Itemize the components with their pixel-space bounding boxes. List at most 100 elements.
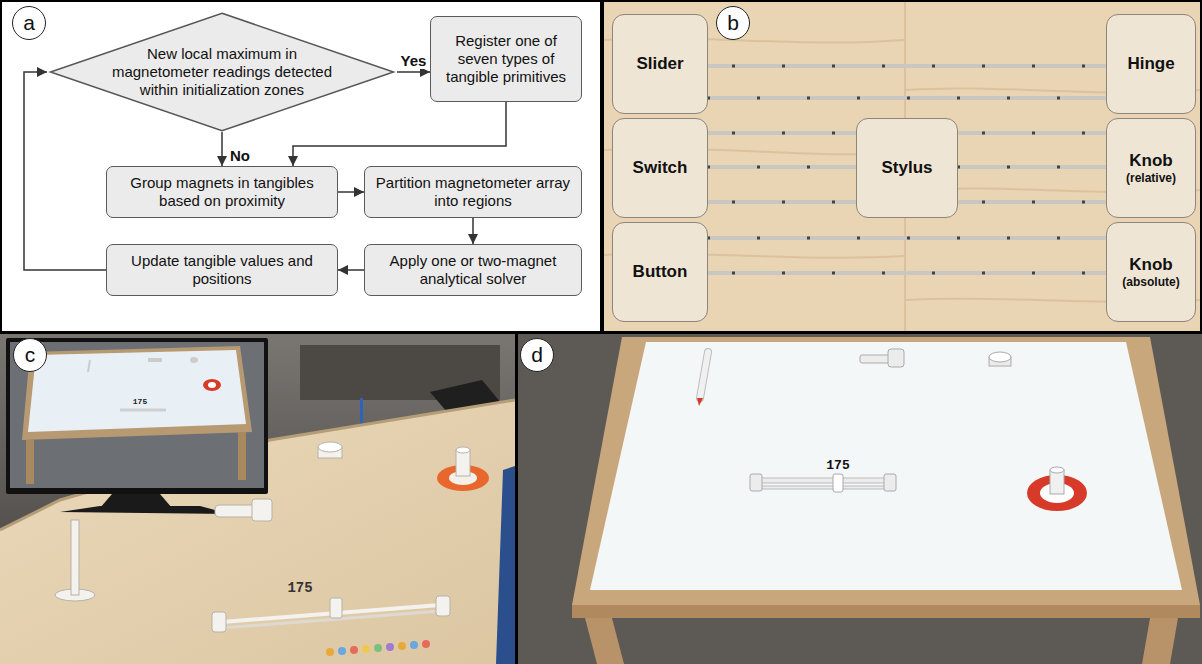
text-holder: Knob(relative) [1126, 151, 1176, 186]
text-holder: Apply one or two-magnet analytical solve… [372, 252, 574, 288]
knob-tangible [1050, 467, 1064, 473]
table-front [572, 605, 1200, 618]
monitor-base [60, 506, 230, 514]
flow-arrow [24, 72, 106, 270]
stylus-outline [700, 352, 708, 398]
monitor-stand [100, 494, 172, 508]
primitive-label: Knob [1126, 151, 1176, 171]
panel-letter-text: d [531, 343, 543, 367]
text-holder: Group magnets in tangibles based on prox… [114, 174, 330, 210]
slider-value: 175 [826, 458, 849, 473]
screen-knob [208, 382, 216, 388]
text-holder: Partition magnetometer array into region… [372, 174, 574, 210]
initialization-zone: Hinge [1106, 14, 1196, 114]
knob-tangible [1050, 470, 1064, 494]
slider-end [750, 474, 762, 491]
ui-icon [410, 641, 418, 649]
table-side-light [496, 466, 515, 664]
button-tangible [989, 352, 1011, 362]
ui-icon [362, 645, 370, 653]
process-box: Update tangible values and positions [106, 244, 338, 296]
initialization-zone: Stylus [856, 118, 958, 218]
step-text: New local maximum in magnetometer readin… [97, 45, 347, 99]
monitor [6, 338, 268, 494]
text-holder: Stylus [881, 158, 932, 178]
ui-icon [338, 647, 346, 655]
text-holder: Knob(absolute) [1122, 255, 1179, 290]
ui-icon [326, 648, 334, 656]
step-text: Update tangible values and positions [114, 252, 330, 288]
ui-icon [350, 646, 358, 654]
screen-button [190, 357, 198, 363]
ui-icon [422, 640, 430, 648]
slider-end [436, 596, 450, 616]
hinge-tangible [888, 349, 904, 367]
step-text: Group magnets in tangibles based on prox… [114, 174, 330, 210]
slider-rail [756, 478, 890, 483]
branch-label: No [228, 147, 252, 164]
flow-arrow [221, 132, 223, 166]
photo [0, 333, 516, 664]
panel-letter: d [520, 338, 554, 372]
ui-icon [386, 643, 394, 651]
initialization-zone: Knob(absolute) [1106, 222, 1196, 322]
screen-table-leg [238, 432, 246, 480]
wood-board [603, 1, 1201, 332]
screen-value: 175 [133, 397, 147, 406]
flow-arrow [338, 269, 364, 271]
primitive-label: (relative) [1126, 171, 1176, 185]
text-holder: d [531, 343, 543, 367]
monitor-screen [10, 342, 264, 488]
text-holder: Slider [636, 54, 683, 74]
text-holder: Hinge [1127, 54, 1174, 74]
button-tangible [318, 442, 342, 452]
text-holder: a [23, 11, 35, 35]
render-background [517, 333, 1202, 664]
text-holder: b [727, 11, 739, 35]
ui-icon [398, 642, 406, 650]
flow-arrow [397, 71, 430, 73]
decision-diamond: New local maximum in magnetometer readin… [47, 12, 397, 132]
primitive-label: Knob [1122, 255, 1179, 275]
panel-frame [1, 1, 601, 332]
stylus [71, 520, 79, 595]
primitive-label: Stylus [881, 158, 932, 178]
panel-separator [0, 331, 1202, 334]
screen-table-frame [22, 346, 252, 440]
slider-end [884, 474, 896, 491]
ui-icon [374, 644, 382, 652]
panel-letter: b [716, 6, 750, 40]
text-holder: Switch [633, 158, 688, 178]
branch-label: Yes [399, 52, 429, 69]
initialization-zone: Button [612, 222, 708, 322]
text-holder: New local maximum in magnetometer readin… [97, 45, 347, 99]
step-text: Partition magnetometer array into region… [372, 174, 574, 210]
initialization-zone: Switch [612, 118, 708, 218]
panel-letter-text: b [727, 11, 739, 35]
text-holder: c [25, 343, 36, 367]
stylus-tip [697, 398, 703, 406]
panel-separator [515, 333, 518, 664]
knob-tangible [456, 447, 470, 453]
slider-knob [833, 474, 843, 492]
room-background [0, 333, 516, 664]
render [517, 333, 1202, 664]
slider-value: 175 [287, 580, 312, 596]
screen-ring [203, 379, 221, 391]
text-holder: Update tangible values and positions [114, 252, 330, 288]
text-holder: Register one of seven types of tangible … [438, 32, 574, 86]
text-holder: Button [633, 262, 688, 282]
initialization-zone: Slider [612, 14, 708, 114]
process-box: Partition magnetometer array into region… [364, 166, 582, 218]
process-box: Register one of seven types of tangible … [430, 16, 582, 102]
screen-hinge [148, 358, 162, 362]
panel-letter-text: c [25, 343, 36, 367]
table-display [590, 342, 1182, 590]
primitive-label: Switch [633, 158, 688, 178]
flow-arrow [338, 191, 364, 193]
step-text: Register one of seven types of tangible … [438, 32, 574, 86]
flow-arrow [293, 102, 506, 166]
table-leg [1142, 618, 1178, 664]
table-frame [572, 337, 1200, 605]
primitive-label: Button [633, 262, 688, 282]
